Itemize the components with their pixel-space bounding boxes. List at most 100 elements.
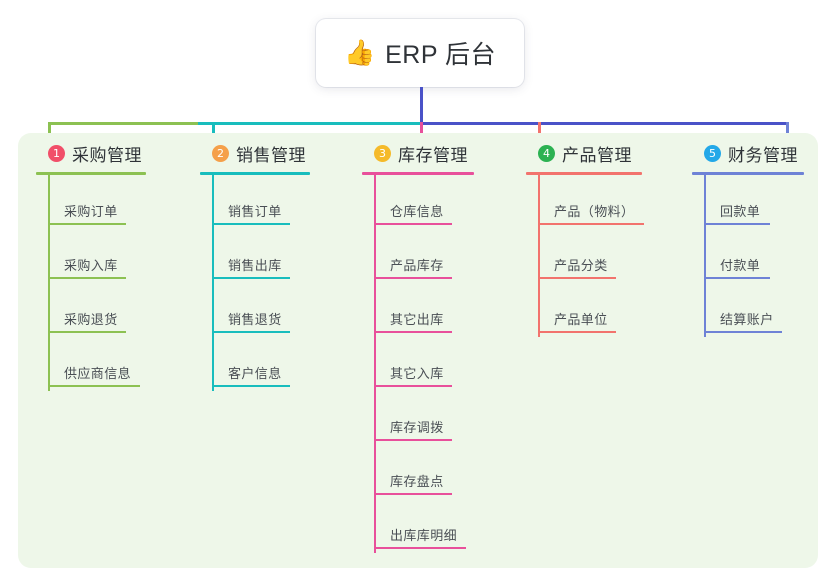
leaf-node[interactable]: 销售退货 <box>200 283 310 337</box>
leaf-node-label: 仓库信息 <box>390 204 444 219</box>
branch-column-5: 5 财务管理回款单付款单结算账户 <box>692 140 804 337</box>
root-node-card[interactable]: 👍 ERP 后台 <box>316 19 524 87</box>
branch-badge-2: 2 <box>212 144 229 162</box>
branch-header-4[interactable]: 4 产品管理 <box>526 140 642 166</box>
bus-segment-blue <box>420 122 789 125</box>
branch-title-4: 产品管理 <box>562 145 632 165</box>
leaf-node-label: 客户信息 <box>228 366 282 381</box>
leaf-node-label: 其它入库 <box>390 366 444 381</box>
branch-underline-5 <box>692 172 804 175</box>
diagram-panel <box>18 133 818 568</box>
branch-title-2: 销售管理 <box>236 145 306 165</box>
branch-header-2[interactable]: 2 销售管理 <box>200 140 310 166</box>
leaf-node[interactable]: 客户信息 <box>200 337 310 391</box>
leaf-node-underline <box>538 277 616 279</box>
leaf-node[interactable]: 其它入库 <box>362 337 474 391</box>
leaf-node[interactable]: 采购订单 <box>36 175 146 229</box>
leaf-node[interactable]: 产品单位 <box>526 283 642 337</box>
branch-header-3[interactable]: 3 库存管理 <box>362 140 474 166</box>
leaf-node-label: 供应商信息 <box>64 366 132 381</box>
branch-header-5[interactable]: 5 财务管理 <box>692 140 804 166</box>
leaf-node-label: 产品分类 <box>554 258 608 273</box>
leaf-node-label: 回款单 <box>720 204 761 219</box>
leaf-node[interactable]: 结算账户 <box>692 283 804 337</box>
leaf-node-label: 产品（物料） <box>554 204 635 219</box>
branch-spine-1 <box>48 175 50 391</box>
leaf-node-underline <box>704 277 770 279</box>
branch-title-3: 库存管理 <box>398 145 468 165</box>
branch-body-2: 销售订单销售出库销售退货客户信息 <box>200 175 310 391</box>
branch-spine-4 <box>538 175 540 337</box>
leaf-node-label: 采购退货 <box>64 312 118 327</box>
leaf-node-underline <box>374 277 452 279</box>
branch-title-5: 财务管理 <box>728 145 798 165</box>
leaf-node-label: 库存调拨 <box>390 420 444 435</box>
leaf-node-label: 结算账户 <box>720 312 774 327</box>
leaf-node[interactable]: 产品库存 <box>362 229 474 283</box>
leaf-node[interactable]: 库存盘点 <box>362 445 474 499</box>
branch-badge-5: 5 <box>704 144 721 162</box>
leaf-node-underline <box>212 331 290 333</box>
leaf-node[interactable]: 仓库信息 <box>362 175 474 229</box>
leaf-node-label: 其它出库 <box>390 312 444 327</box>
leaf-node-underline <box>538 223 644 225</box>
leaf-node[interactable]: 供应商信息 <box>36 337 146 391</box>
leaf-node-label: 出库库明细 <box>390 528 458 543</box>
root-node-title: ERP 后台 <box>385 41 497 69</box>
branch-body-1: 采购订单采购入库采购退货供应商信息 <box>36 175 146 391</box>
leaf-node[interactable]: 库存调拨 <box>362 391 474 445</box>
leaf-node-underline <box>212 277 290 279</box>
thumbs-up-icon: 👍 <box>343 38 376 67</box>
bus-segment-teal <box>198 122 422 125</box>
branch-underline-4 <box>526 172 642 175</box>
branch-column-4: 4 产品管理产品（物料） 产品分类产品单位 <box>526 140 644 337</box>
bus-segment-green <box>48 122 200 125</box>
leaf-node[interactable]: 销售出库 <box>200 229 310 283</box>
leaf-node[interactable]: 付款单 <box>692 229 804 283</box>
branch-badge-4: 4 <box>538 144 555 162</box>
branch-underline-3 <box>362 172 474 175</box>
leaf-node-underline <box>212 223 290 225</box>
leaf-node[interactable]: 采购入库 <box>36 229 146 283</box>
leaf-node-underline <box>48 277 126 279</box>
leaf-node-label: 销售订单 <box>228 204 282 219</box>
branch-badge-1: 1 <box>48 144 65 162</box>
leaf-node-underline <box>374 493 452 495</box>
leaf-node[interactable]: 产品分类 <box>526 229 642 283</box>
leaf-node-label: 采购订单 <box>64 204 118 219</box>
branch-badge-3: 3 <box>374 144 391 162</box>
leaf-node-underline <box>704 223 770 225</box>
leaf-node-underline <box>48 385 140 387</box>
branch-underline-1 <box>36 172 146 175</box>
leaf-node-label: 采购入库 <box>64 258 118 273</box>
leaf-node[interactable]: 出库库明细 <box>362 499 474 553</box>
leaf-node-label: 销售出库 <box>228 258 282 273</box>
leaf-node[interactable]: 其它出库 <box>362 283 474 337</box>
branch-spine-2 <box>212 175 214 391</box>
leaf-node[interactable]: 产品（物料） <box>526 175 644 229</box>
leaf-node-underline <box>374 385 452 387</box>
branch-body-3: 仓库信息产品库存其它出库其它入库库存调拨库存盘点出库库明细 <box>362 175 474 553</box>
branch-body-5: 回款单付款单结算账户 <box>692 175 804 337</box>
leaf-node-label: 付款单 <box>720 258 761 273</box>
branch-spine-5 <box>704 175 706 337</box>
leaf-node[interactable]: 回款单 <box>692 175 804 229</box>
branch-column-3: 3 库存管理仓库信息产品库存其它出库其它入库库存调拨库存盘点出库库明细 <box>362 140 474 553</box>
root-stem-connector <box>420 87 423 125</box>
leaf-node-label: 产品库存 <box>390 258 444 273</box>
branch-body-4: 产品（物料） 产品分类产品单位 <box>526 175 644 337</box>
leaf-node-underline <box>374 331 452 333</box>
leaf-node-label: 销售退货 <box>228 312 282 327</box>
leaf-node-underline <box>48 223 126 225</box>
leaf-node-label: 产品单位 <box>554 312 608 327</box>
leaf-node[interactable]: 销售订单 <box>200 175 310 229</box>
leaf-node-label: 库存盘点 <box>390 474 444 489</box>
leaf-node[interactable]: 采购退货 <box>36 283 146 337</box>
leaf-node-underline <box>374 223 452 225</box>
leaf-node-underline <box>538 331 616 333</box>
leaf-node-underline <box>48 331 126 333</box>
branch-column-2: 2 销售管理销售订单销售出库销售退货客户信息 <box>200 140 310 391</box>
